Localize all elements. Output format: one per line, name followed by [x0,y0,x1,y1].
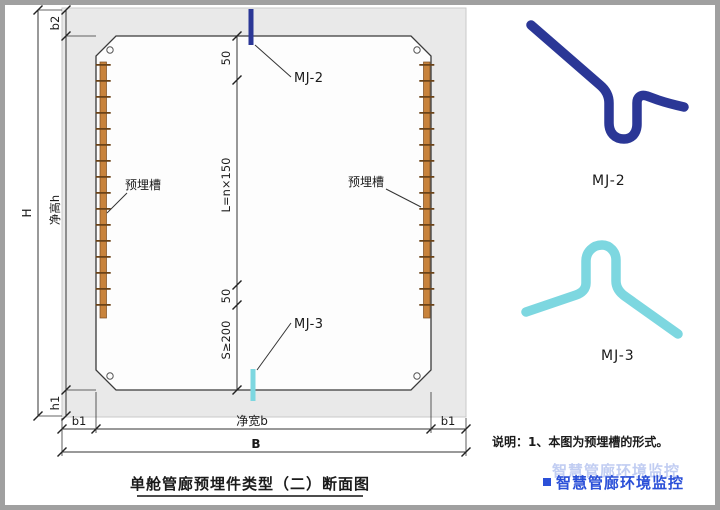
dim-label-b1-left: b1 [72,414,87,428]
dim-label-clear-width: 净宽b [236,413,268,428]
dim-label-clear-height: 净高h [48,195,62,225]
dim-label-edge-spacing: S≥200 [219,321,233,360]
drawing-title: 单舱管廊预埋件类型（二）断面图 [130,475,370,493]
channel-left-leader-line [106,192,128,214]
corner-hole-icon [413,46,421,54]
mj2-callout-label: MJ-2 [294,71,324,86]
dim-label-B: B [251,437,260,451]
note-text: 说明：1、本图为预埋槽的形式。 [492,434,668,449]
embedded-channel-right [419,61,435,319]
mj3-shape [521,240,683,339]
watermark-echo: 智慧管廊环境监控 [552,462,680,480]
channel-label-right: 预埋槽 [348,175,384,189]
watermark-logo-icon [543,478,551,486]
mj3-callout-label: MJ-3 [294,317,324,332]
dim-label-bottom-50: 50 [219,289,233,304]
mj2-shape [526,20,689,144]
corner-hole-icon [106,372,114,380]
mj2-legend-label: MJ-2 [592,173,626,189]
dim-label-top-50: 50 [219,51,233,66]
dim-label-b2: b2 [48,16,62,31]
callouts [106,44,422,371]
channel-right-leader-line [385,188,422,208]
corner-hole-icon [106,46,114,54]
embedded-channel-left [95,61,111,319]
dim-label-H: H [20,208,34,217]
mj2-leader-line [254,44,292,78]
watermark-text: 智慧管廊环境监控 [556,474,684,492]
section-drawing [61,7,467,418]
corner-hole-icon [413,372,421,380]
dim-label-h1: h1 [48,396,62,411]
diagram-canvas: 50 L=n×150 50 S≥200 b2 净高h h1 H b1 净宽b b… [20,5,689,497]
tunnel-outline [95,35,432,391]
dim-label-spacing: L=n×150 [219,158,233,213]
channel-label-left: 预埋槽 [125,178,161,192]
mj3-leader-line [256,322,292,371]
mj3-legend-label: MJ-3 [601,348,635,364]
dimension-lines [33,5,471,457]
legend: MJ-2 MJ-3 [521,20,689,364]
dim-label-b1-right: b1 [441,414,456,428]
watermark: 智慧管廊环境监控 智慧管廊环境监控 [543,462,684,492]
